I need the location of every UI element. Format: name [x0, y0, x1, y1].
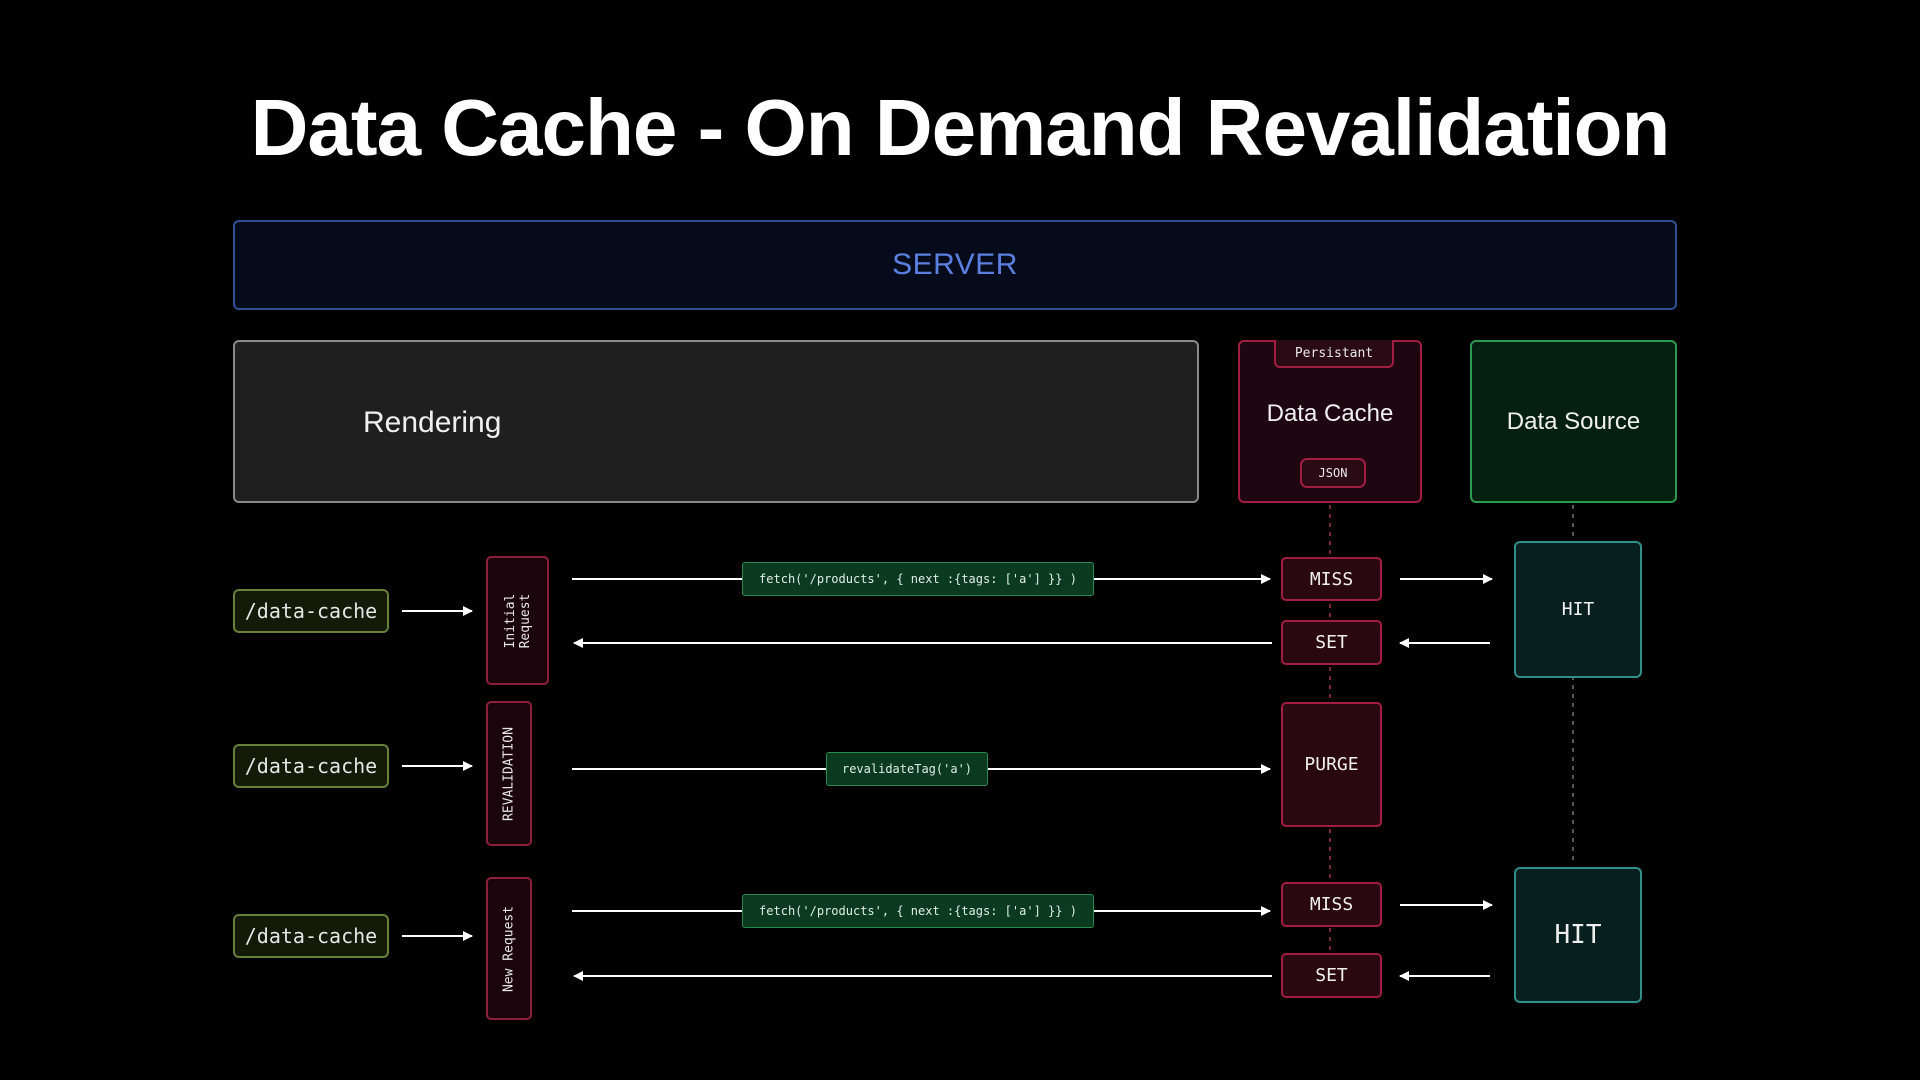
fetch-code-chip: fetch('/products', { next :{tags: ['a'] … [742, 562, 1094, 596]
revalidate-code-chip: revalidateTag('a') [826, 752, 988, 786]
rendering-box: Rendering [233, 340, 1199, 503]
data-cache-box: Persistant Data Cache JSON [1238, 340, 1422, 503]
cache-purge-badge: PURGE [1281, 702, 1382, 827]
cache-miss-badge: MISS [1281, 882, 1382, 927]
rendering-label: Rendering [363, 406, 502, 439]
phase-box-revalidation: REVALIDATION [486, 701, 532, 846]
phase-label: New Request [501, 905, 517, 992]
server-bar: SERVER [233, 220, 1677, 310]
data-source-box: Data Source [1470, 340, 1677, 503]
route-path: /data-cache [233, 589, 389, 633]
data-cache-label: Data Cache [1266, 400, 1394, 427]
cache-miss-badge: MISS [1281, 557, 1382, 601]
phase-box-new-request: New Request [486, 877, 532, 1020]
cache-set-badge: SET [1281, 953, 1382, 998]
route-path: /data-cache [233, 744, 389, 788]
fetch-code-chip: fetch('/products', { next :{tags: ['a'] … [742, 894, 1094, 928]
diagram-title: Data Cache - On Demand Revalidation [250, 83, 1671, 172]
source-hit-box: HIT [1514, 541, 1642, 678]
phase-label: REVALIDATION [501, 726, 517, 821]
cache-set-badge: SET [1281, 620, 1382, 665]
persistent-badge: Persistant [1274, 340, 1394, 368]
server-label: SERVER [892, 248, 1018, 281]
data-source-label: Data Source [1506, 407, 1641, 435]
json-badge: JSON [1300, 458, 1366, 488]
source-hit-box: HIT [1514, 867, 1642, 1003]
route-path: /data-cache [233, 914, 389, 958]
